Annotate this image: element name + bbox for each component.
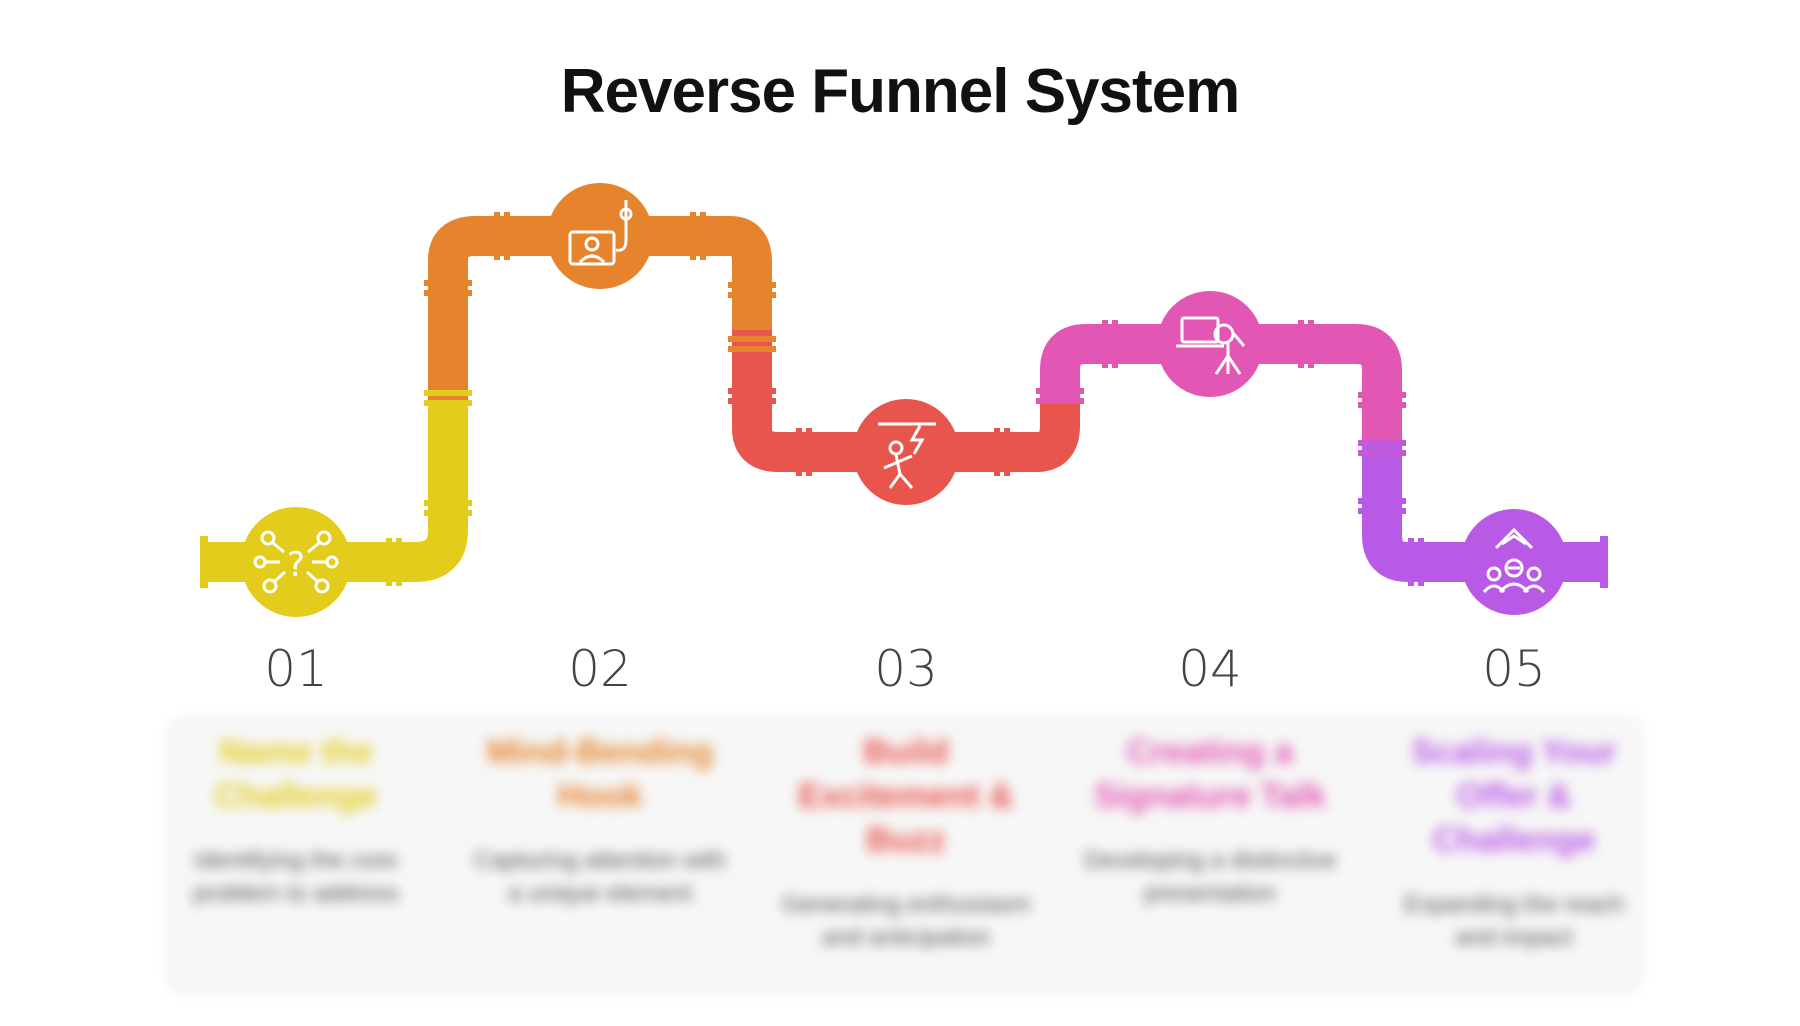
svg-text:?: ? <box>287 545 305 585</box>
step-heading-3: Build Excitement & Buzz <box>798 733 1014 859</box>
step-description-4: Developing a distinctive presentation <box>1083 847 1337 907</box>
step-number-5: 05 <box>1482 640 1546 698</box>
pipe-flanges <box>386 212 1424 586</box>
step-node-5 <box>1461 509 1567 615</box>
step-node-3 <box>853 399 959 505</box>
step-node-1: ? <box>241 507 351 617</box>
speaker-laptop-icon <box>1176 316 1246 375</box>
step-number-1: 01 <box>264 640 328 698</box>
step-description-5: Expanding the reach and impact <box>1403 891 1625 951</box>
blurred-descriptions-panel <box>165 715 1645 995</box>
step-heading-2: Mind-Bending Hook <box>486 733 714 815</box>
audience-growth-icon <box>1482 527 1546 594</box>
step-description-2: Capturing attention with a unique elemen… <box>473 847 727 907</box>
page-title: Reverse Funnel System <box>560 57 1241 126</box>
step-card-4: Creating a Signature Talk Developing a d… <box>1080 730 1340 910</box>
step-card-2: Mind-Bending Hook Capturing attention wi… <box>470 730 730 910</box>
step-card-5: Scaling Your Offer & Challenge Expanding… <box>1384 730 1644 954</box>
step-number-2: 02 <box>568 640 632 698</box>
step-node-4 <box>1157 291 1263 397</box>
step-node-2 <box>547 183 653 289</box>
lightning-person-icon <box>878 422 936 489</box>
network-question-icon: ? <box>253 530 339 594</box>
step-description-3: Generating enthusiasm and anticipation <box>781 891 1031 951</box>
step-card-1: Name the Challenge Identifying the core … <box>166 730 426 910</box>
pipe-segment-5 <box>1362 440 1605 582</box>
step-card-3: Build Excitement & Buzz Generating enthu… <box>776 730 1036 954</box>
hook-presentation-icon <box>568 200 633 266</box>
step-heading-1: Name the Challenge <box>214 733 378 815</box>
step-description-1: Identifying the core problem to address <box>193 847 399 907</box>
step-heading-4: Creating a Signature Talk <box>1094 733 1326 815</box>
step-number-4: 04 <box>1178 640 1242 698</box>
step-number-3: 03 <box>874 640 938 698</box>
pipe-segment-1 <box>205 390 468 582</box>
step-heading-5: Scaling Your Offer & Challenge <box>1411 733 1617 859</box>
